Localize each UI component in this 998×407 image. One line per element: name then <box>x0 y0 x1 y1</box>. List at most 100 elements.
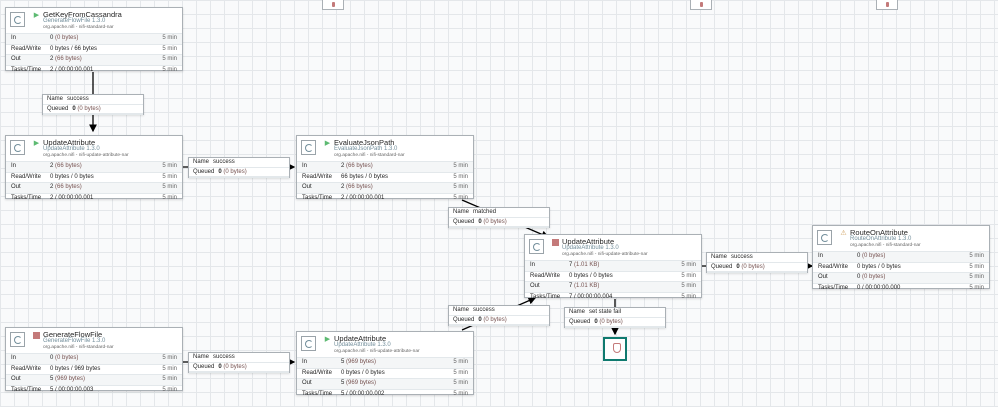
in-label: In <box>530 262 536 268</box>
processor-name: RouteOnAttribute <box>850 228 908 237</box>
stats-window: 5 min <box>162 173 177 180</box>
queue-bar <box>707 271 807 273</box>
processor-type: GenerateFlowFile 1.3.0 <box>43 338 106 344</box>
processor-bundle: org.apache.nifi - nifi-update-attribute-… <box>562 252 648 257</box>
processor-icon <box>529 239 544 254</box>
processor-type: UpdateAttribute 1.3.0 <box>562 245 619 251</box>
out-label: Out <box>530 283 540 289</box>
processor-bundle: org.apache.nifi - nifi-standard-nar <box>43 345 114 350</box>
conn-queued-key: Queued <box>711 264 733 270</box>
output-port-icon[interactable] <box>322 0 344 10</box>
stopped-icon <box>552 239 559 246</box>
queued-size: (0 bytes) <box>223 169 247 175</box>
funnel-icon[interactable] <box>603 337 627 361</box>
processor-type: RouteOnAttribute 1.3.0 <box>850 236 912 242</box>
processor-icon <box>301 140 316 155</box>
conn-name-key: Name <box>453 209 470 215</box>
queued-size: (0 bytes) <box>77 106 101 112</box>
out-size: (66 bytes) <box>55 56 82 62</box>
stats-window: 5 min <box>162 365 177 372</box>
rw-value: 66 bytes / 0 bytes <box>341 173 389 180</box>
rw-label: Read/Write <box>818 263 848 270</box>
processor-type: GenerateFlowFile 1.3.0 <box>43 18 106 24</box>
rw-value: 0 bytes / 0 bytes <box>50 173 94 180</box>
rw-value: 0 bytes / 66 bytes <box>50 45 98 52</box>
out-size: (1.01 KB) <box>574 283 600 289</box>
in-size: (66 bytes) <box>55 163 82 169</box>
tasks-value: 2 / 00:00:00.001 <box>341 194 385 201</box>
processor-type: UpdateAttribute 1.3.0 <box>334 342 391 348</box>
out-count: 2 <box>341 184 345 190</box>
processor-bundle: org.apache.nifi - nifi-standard-nar <box>334 153 405 158</box>
queued-count: 0 <box>594 319 598 325</box>
processor-name: UpdateAttribute <box>43 138 96 147</box>
in-count: 0 <box>50 35 54 41</box>
stats-window: 5 min <box>453 163 468 169</box>
conn-name-key: Name <box>193 354 210 360</box>
stats-window: 5 min <box>453 390 468 397</box>
conn-name: success <box>731 254 753 260</box>
conn-name-key: Name <box>711 254 728 260</box>
processor-type: UpdateAttribute 1.3.0 <box>43 146 100 152</box>
processor-getkeyfromcassandra[interactable]: ▶ GetKeyFromCassandra GenerateFlowFile 1… <box>5 7 183 73</box>
out-count: 5 <box>50 376 54 382</box>
processor-bundle: org.apache.nifi - nifi-standard-nar <box>850 243 921 248</box>
out-size: (66 bytes) <box>55 184 82 190</box>
processor-updateattribute[interactable]: ▶ UpdateAttribute UpdateAttribute 1.3.0 … <box>5 135 183 201</box>
in-label: In <box>302 359 308 365</box>
queued-size: (0 bytes) <box>483 317 507 323</box>
conn-name: success <box>67 96 89 102</box>
in-size: (0 bytes) <box>862 253 886 259</box>
conn-queued-key: Queued <box>193 169 215 175</box>
queued-count: 0 <box>478 317 482 323</box>
stats-window: 5 min <box>681 272 696 279</box>
in-label: In <box>11 35 17 41</box>
out-count: 0 <box>857 274 861 280</box>
conn-name-key: Name <box>47 96 64 102</box>
stats-window: 5 min <box>681 262 696 268</box>
processor-evaluatejsonpath[interactable]: ▶ EvaluateJsonPath EvaluateJsonPath 1.3.… <box>296 135 474 201</box>
out-size: (0 bytes) <box>862 274 886 280</box>
stats-window: 5 min <box>162 184 177 190</box>
in-count: 0 <box>857 253 861 259</box>
stats-window: 5 min <box>453 359 468 365</box>
processor-icon <box>817 230 832 245</box>
processor-updateattribute-bottom[interactable]: ▶ UpdateAttribute UpdateAttribute 1.3.0 … <box>296 331 474 397</box>
conn-queued-key: Queued <box>47 106 69 112</box>
rw-label: Read/Write <box>11 365 41 372</box>
stats-window: 5 min <box>162 376 177 382</box>
stats-window: 5 min <box>162 386 177 393</box>
tasks-value: 7 / 00:00:00.004 <box>569 293 613 300</box>
tasks-label: Tasks/Time <box>818 284 849 291</box>
queued-count: 0 <box>218 364 222 370</box>
in-size: (66 bytes) <box>346 163 373 169</box>
queued-count: 0 <box>478 219 482 225</box>
in-size: (969 bytes) <box>346 359 377 365</box>
queued-size: (0 bytes) <box>599 319 623 325</box>
processor-routeonattribute[interactable]: ⚠ RouteOnAttribute RouteOnAttribute 1.3.… <box>812 225 990 291</box>
output-port-icon[interactable] <box>876 0 898 10</box>
processor-updateattribute-stopped[interactable]: UpdateAttribute UpdateAttribute 1.3.0 or… <box>524 234 702 300</box>
output-port-icon[interactable] <box>690 0 712 10</box>
tasks-value: 2 / 00:00:00.001 <box>50 194 94 201</box>
out-label: Out <box>11 184 21 190</box>
processor-bundle: org.apache.nifi - nifi-update-attribute-… <box>43 153 129 158</box>
queued-size: (0 bytes) <box>223 364 247 370</box>
processor-bundle: org.apache.nifi - nifi-update-attribute-… <box>334 349 420 354</box>
processor-generateflowfile[interactable]: GenerateFlowFile GenerateFlowFile 1.3.0 … <box>5 327 183 393</box>
stats-window: 5 min <box>162 56 177 62</box>
queued-count: 0 <box>218 169 222 175</box>
rw-value: 0 bytes / 0 bytes <box>341 369 385 376</box>
out-count: 7 <box>569 283 573 289</box>
out-count: 2 <box>50 184 54 190</box>
stats-window: 5 min <box>453 369 468 376</box>
out-label: Out <box>302 184 312 190</box>
